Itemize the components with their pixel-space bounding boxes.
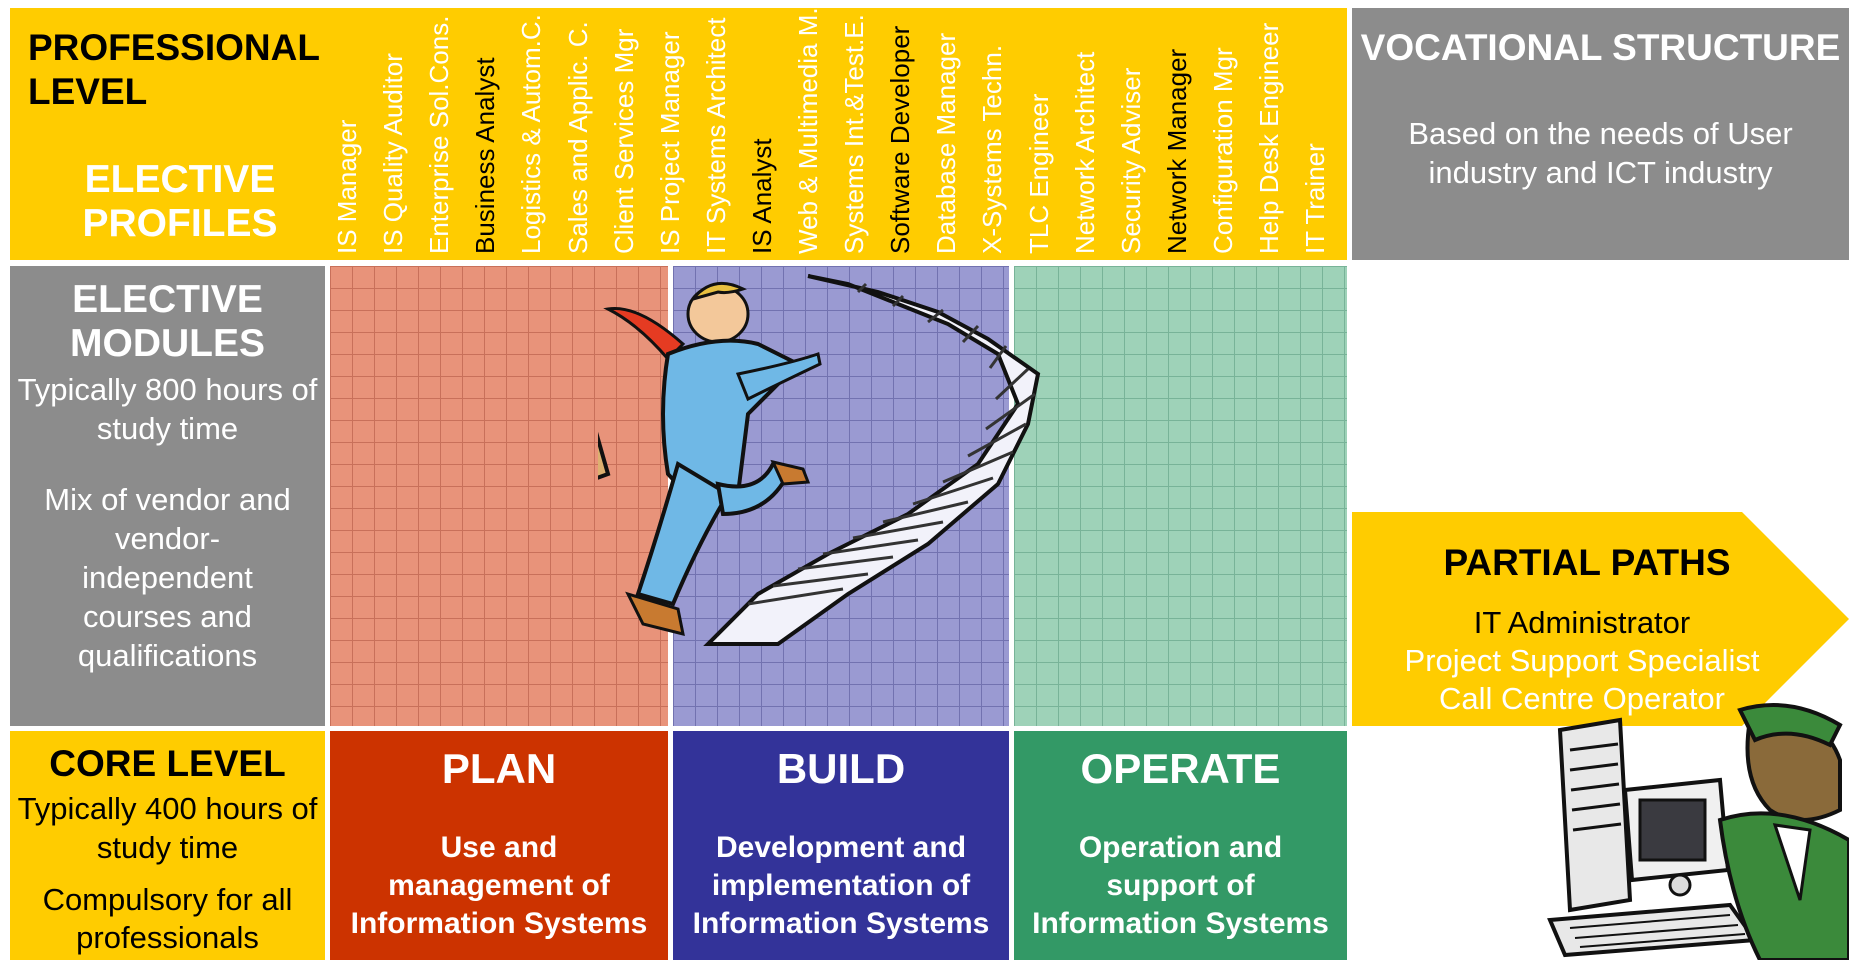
vocational-structure-title: VOCATIONAL STRUCTURE: [1360, 27, 1841, 68]
vocational-structure-panel: VOCATIONAL STRUCTURE Based on the needs …: [1352, 8, 1849, 260]
computer-tower-icon: [1557, 717, 1633, 913]
technician-illustration: [1547, 703, 1849, 960]
briefcase-icon: [598, 431, 611, 480]
vocational-structure-text: Based on the needs of User industry and …: [1408, 116, 1793, 190]
profile-label: Network Architect: [1069, 51, 1100, 254]
profile-label: Enterprise Sol.Cons.: [424, 15, 455, 254]
monitor-icon: [1622, 777, 1731, 897]
profile-label: Network Manager: [1161, 48, 1192, 254]
profile-label: Business Analyst: [470, 57, 501, 254]
operate-title: OPERATE: [1080, 745, 1281, 792]
profile-label: Logistics & Autom.C.: [516, 14, 547, 254]
profile-label: Configuration Mgr: [1207, 47, 1238, 254]
partial-path-item: Call Centre Operator: [1438, 681, 1725, 716]
operate-box: OPERATE Operation and support of Informa…: [1014, 731, 1347, 960]
build-description: Development and implementation of Inform…: [692, 831, 990, 940]
profile-label: Client Services Mgr: [608, 28, 639, 254]
core-level-panel: CORE LEVEL Typically 400 hours of study …: [10, 731, 325, 960]
core-level-compulsory: Compulsory for all professionals: [42, 882, 293, 955]
elective-modules-mix: Mix of vendor and vendor-independent cou…: [44, 482, 291, 673]
partial-paths-title: PARTIAL PATHS: [1443, 542, 1731, 583]
partial-path-item: Project Support Specialist: [1404, 643, 1760, 678]
plan-box: PLAN Use and management of Information S…: [330, 731, 668, 960]
profile-label: Security Adviser: [1115, 67, 1146, 254]
person-icon: [1717, 703, 1849, 960]
core-level-title: CORE LEVEL: [49, 743, 286, 784]
operate-description: Operation and support of Information Sys…: [1032, 831, 1329, 940]
profile-label: TLC Engineer: [1023, 93, 1054, 254]
profile-label: Systems Int.&Test.E.: [839, 14, 870, 254]
profile-label: IT Trainer: [1300, 143, 1331, 254]
partial-path-item: IT Administrator: [1473, 605, 1691, 640]
elective-profiles-title: ELECTIVE PROFILES: [82, 158, 278, 245]
profile-label: Sales and Applic. C.: [562, 21, 593, 254]
elective-modules-title: ELECTIVE MODULES: [70, 278, 265, 365]
partial-paths-arrow: PARTIAL PATHS IT Administrator Project S…: [1352, 512, 1849, 726]
profile-label: X-Systems Techn.: [977, 44, 1008, 254]
profile-label: IT Systems Architect: [700, 17, 731, 254]
build-title: BUILD: [776, 745, 906, 792]
partial-paths-list: IT Administrator Project Support Special…: [1352, 604, 1812, 718]
professional-level-title: PROFESSIONAL LEVEL: [28, 27, 320, 112]
arrow-shape: [1352, 512, 1849, 726]
profile-label: IS Quality Auditor: [378, 53, 409, 254]
profile-label: Database Manager: [931, 32, 962, 254]
elective-modules-panel: ELECTIVE MODULES Typically 800 hours of …: [10, 266, 325, 726]
elective-modules-hours: Typically 800 hours of study time: [17, 372, 318, 446]
businessman-icon: [603, 281, 822, 637]
professional-level-panel: PROFESSIONAL LEVEL ELECTIVE PROFILES IS …: [10, 7, 1347, 260]
profile-label: IS Manager: [332, 119, 362, 254]
profile-label: IS Analyst: [746, 138, 777, 254]
operate-grid: [1014, 266, 1347, 726]
staircase-icon: [703, 274, 1041, 646]
core-level-hours: Typically 400 hours of study time: [17, 791, 318, 865]
build-box: BUILD Development and implementation of …: [673, 731, 1009, 960]
plan-title: PLAN: [441, 745, 557, 792]
profile-label: Web & Multimedia M.: [793, 7, 823, 254]
keyboard-icon: [1547, 902, 1759, 958]
plan-grid: [330, 266, 668, 726]
profile-label: Help Desk Engineer: [1254, 22, 1284, 254]
profile-label: IS Project Manager: [654, 31, 685, 254]
stair-climber-illustration: [598, 274, 1041, 646]
profile-label: Software Developer: [885, 25, 916, 254]
plan-description: Use and management of Information System…: [350, 831, 648, 940]
